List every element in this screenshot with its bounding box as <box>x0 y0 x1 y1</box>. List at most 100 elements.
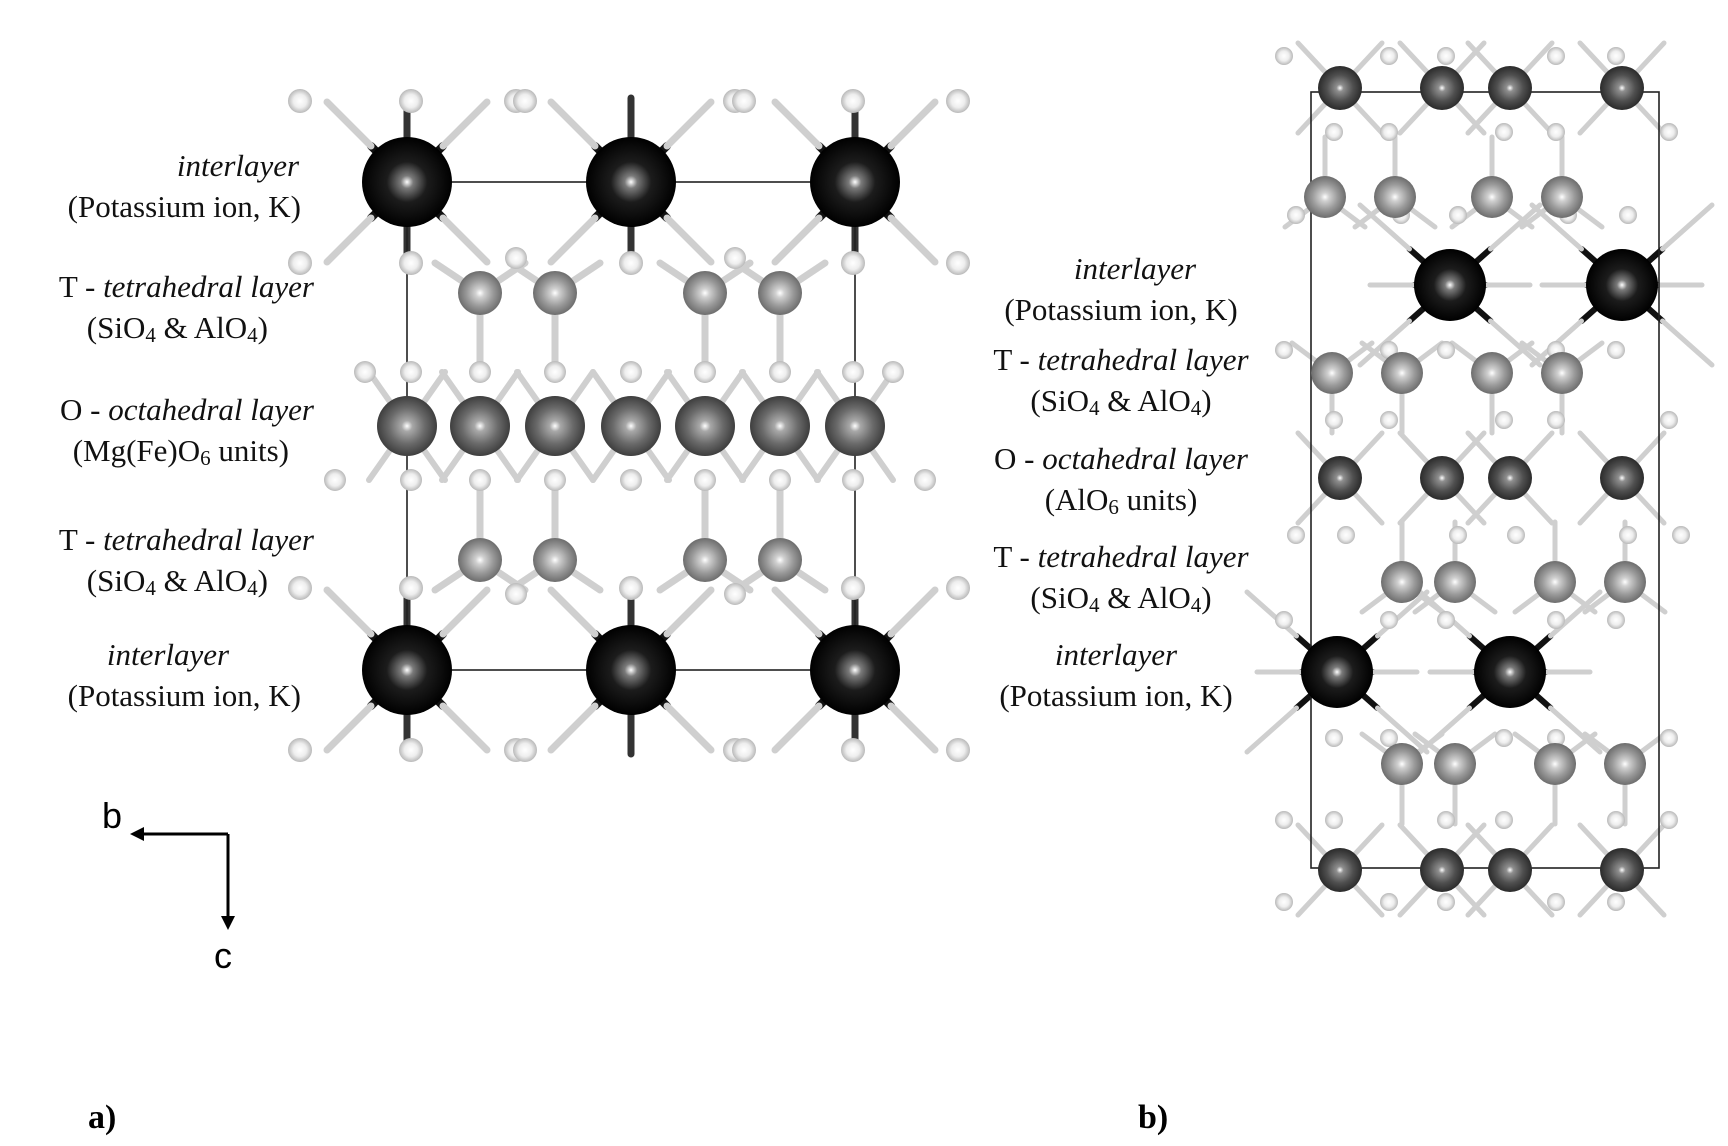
panel-b-atoms <box>1275 47 1690 911</box>
oxygen-atom <box>694 469 716 491</box>
oxygen-atom <box>1660 811 1678 829</box>
tetrahedral-atom <box>1471 352 1513 394</box>
octahedral-atom <box>1600 456 1644 500</box>
tetrahedral-atom <box>1604 743 1646 785</box>
oxygen-atom <box>1619 206 1637 224</box>
oxygen-atom <box>1437 611 1455 629</box>
oxygen-atom <box>324 469 346 491</box>
oxygen-atom <box>1380 611 1398 629</box>
oxygen-atom <box>1437 47 1455 65</box>
octahedral-atom <box>1488 456 1532 500</box>
k-o-bond <box>547 702 599 754</box>
tetrahedral-atom <box>1541 176 1583 218</box>
tetrahedral-atom <box>458 538 502 582</box>
tetrahedral-atom <box>758 538 802 582</box>
oxygen-atom <box>620 361 642 383</box>
tetrahedral-atom <box>1381 743 1423 785</box>
k-o-bond <box>1488 202 1543 252</box>
oxygen-atom <box>732 89 756 113</box>
k-o-bond <box>439 98 491 150</box>
axis-indicator: b c <box>102 795 235 976</box>
oxygen-atom <box>1275 811 1293 829</box>
potassium-atom <box>1474 636 1546 708</box>
tetrahedral-atom <box>1434 743 1476 785</box>
oxygen-atom <box>1437 893 1455 911</box>
oxygen-atom <box>1449 526 1467 544</box>
oxygen-atom <box>1547 893 1565 911</box>
tetrahedral-atom <box>1534 743 1576 785</box>
oxygen-atom <box>1607 811 1625 829</box>
tetrahedral-atom <box>1381 561 1423 603</box>
k-o-bond <box>887 214 939 266</box>
k-o-bond <box>1529 202 1584 252</box>
oxygen-atom <box>399 738 423 762</box>
panel-a-label-octahedral-detail: (Mg(Fe)O6 units) <box>73 433 289 470</box>
k-o-bond <box>1488 318 1543 368</box>
panel-a-atoms <box>288 89 970 762</box>
panel-b-label-tetrahedral-top: T - tetrahedral layer <box>993 342 1249 377</box>
oxygen-atom <box>1325 729 1343 747</box>
oxygen-atom <box>1547 729 1565 747</box>
oxygen-atom <box>946 738 970 762</box>
k-o-bond <box>439 586 491 638</box>
k-o-bond <box>887 98 939 150</box>
oxygen-atom <box>1607 611 1625 629</box>
oxygen-atom <box>724 247 746 269</box>
k-o-bond <box>663 586 715 638</box>
oxygen-atom <box>1547 47 1565 65</box>
tetrahedral-atom <box>533 538 577 582</box>
potassium-atom <box>810 137 900 227</box>
panel-a-label-tetrahedral-top-detail: (SiO4 & AlO4) <box>87 310 268 347</box>
k-o-bond <box>1357 202 1412 252</box>
potassium-atom <box>586 137 676 227</box>
k-o-bond <box>1548 589 1603 639</box>
oxygen-atom <box>724 583 746 605</box>
potassium-atom <box>1301 636 1373 708</box>
oxygen-atom <box>882 361 904 383</box>
panel-b-label-interlayer-top-detail: (Potassium ion, K) <box>1004 292 1237 327</box>
oxygen-atom <box>1287 526 1305 544</box>
oxygen-atom <box>1437 341 1455 359</box>
oxygen-atom <box>1495 411 1513 429</box>
oxygen-atom <box>1275 47 1293 65</box>
oxygen-atom <box>1275 341 1293 359</box>
oxygen-atom <box>1275 611 1293 629</box>
oxygen-atom <box>288 89 312 113</box>
oxygen-atom <box>842 469 864 491</box>
panel-a-label-interlayer-top-detail: (Potassium ion, K) <box>68 189 301 224</box>
oxygen-atom <box>841 738 865 762</box>
panel-b-label-tetrahedral-top-detail: (SiO4 & AlO4) <box>1030 383 1211 420</box>
panel-a-label-tetrahedral-bottom-detail: (SiO4 & AlO4) <box>87 563 268 600</box>
oxygen-atom <box>1449 206 1467 224</box>
k-o-bond <box>887 586 939 638</box>
octahedral-atom <box>450 396 510 456</box>
k-o-bond <box>1660 318 1715 368</box>
oxygen-atom <box>400 361 422 383</box>
oxygen-atom <box>1380 411 1398 429</box>
tetrahedral-atom <box>533 271 577 315</box>
panel-b-label-octahedral: O - octahedral layer <box>994 441 1249 476</box>
oxygen-atom <box>354 361 376 383</box>
k-o-bond <box>1375 589 1430 639</box>
oxygen-atom <box>469 469 491 491</box>
oxygen-atom <box>946 251 970 275</box>
tetrahedral-atom <box>1534 561 1576 603</box>
octahedral-atom <box>1600 66 1644 110</box>
tetrahedral-atom <box>1604 561 1646 603</box>
potassium-atom <box>1586 249 1658 321</box>
k-o-bond <box>771 214 823 266</box>
panel-a-label-octahedral: O - octahedral layer <box>60 392 315 427</box>
panel-b-structure <box>1244 40 1715 918</box>
potassium-atom <box>586 625 676 715</box>
panel-b-label-interlayer-bottom-detail: (Potassium ion, K) <box>999 678 1232 713</box>
panel-a-label-interlayer-bottom-detail: (Potassium ion, K) <box>68 678 301 713</box>
oxygen-atom <box>842 361 864 383</box>
octahedral-atom <box>1318 848 1362 892</box>
k-o-bond <box>663 214 715 266</box>
oxygen-atom <box>1547 411 1565 429</box>
panel-a-layer-labels: interlayer (Potassium ion, K) T - tetrah… <box>59 148 315 713</box>
k-o-bond <box>323 702 375 754</box>
oxygen-atom <box>620 469 642 491</box>
k-o-bond <box>771 702 823 754</box>
